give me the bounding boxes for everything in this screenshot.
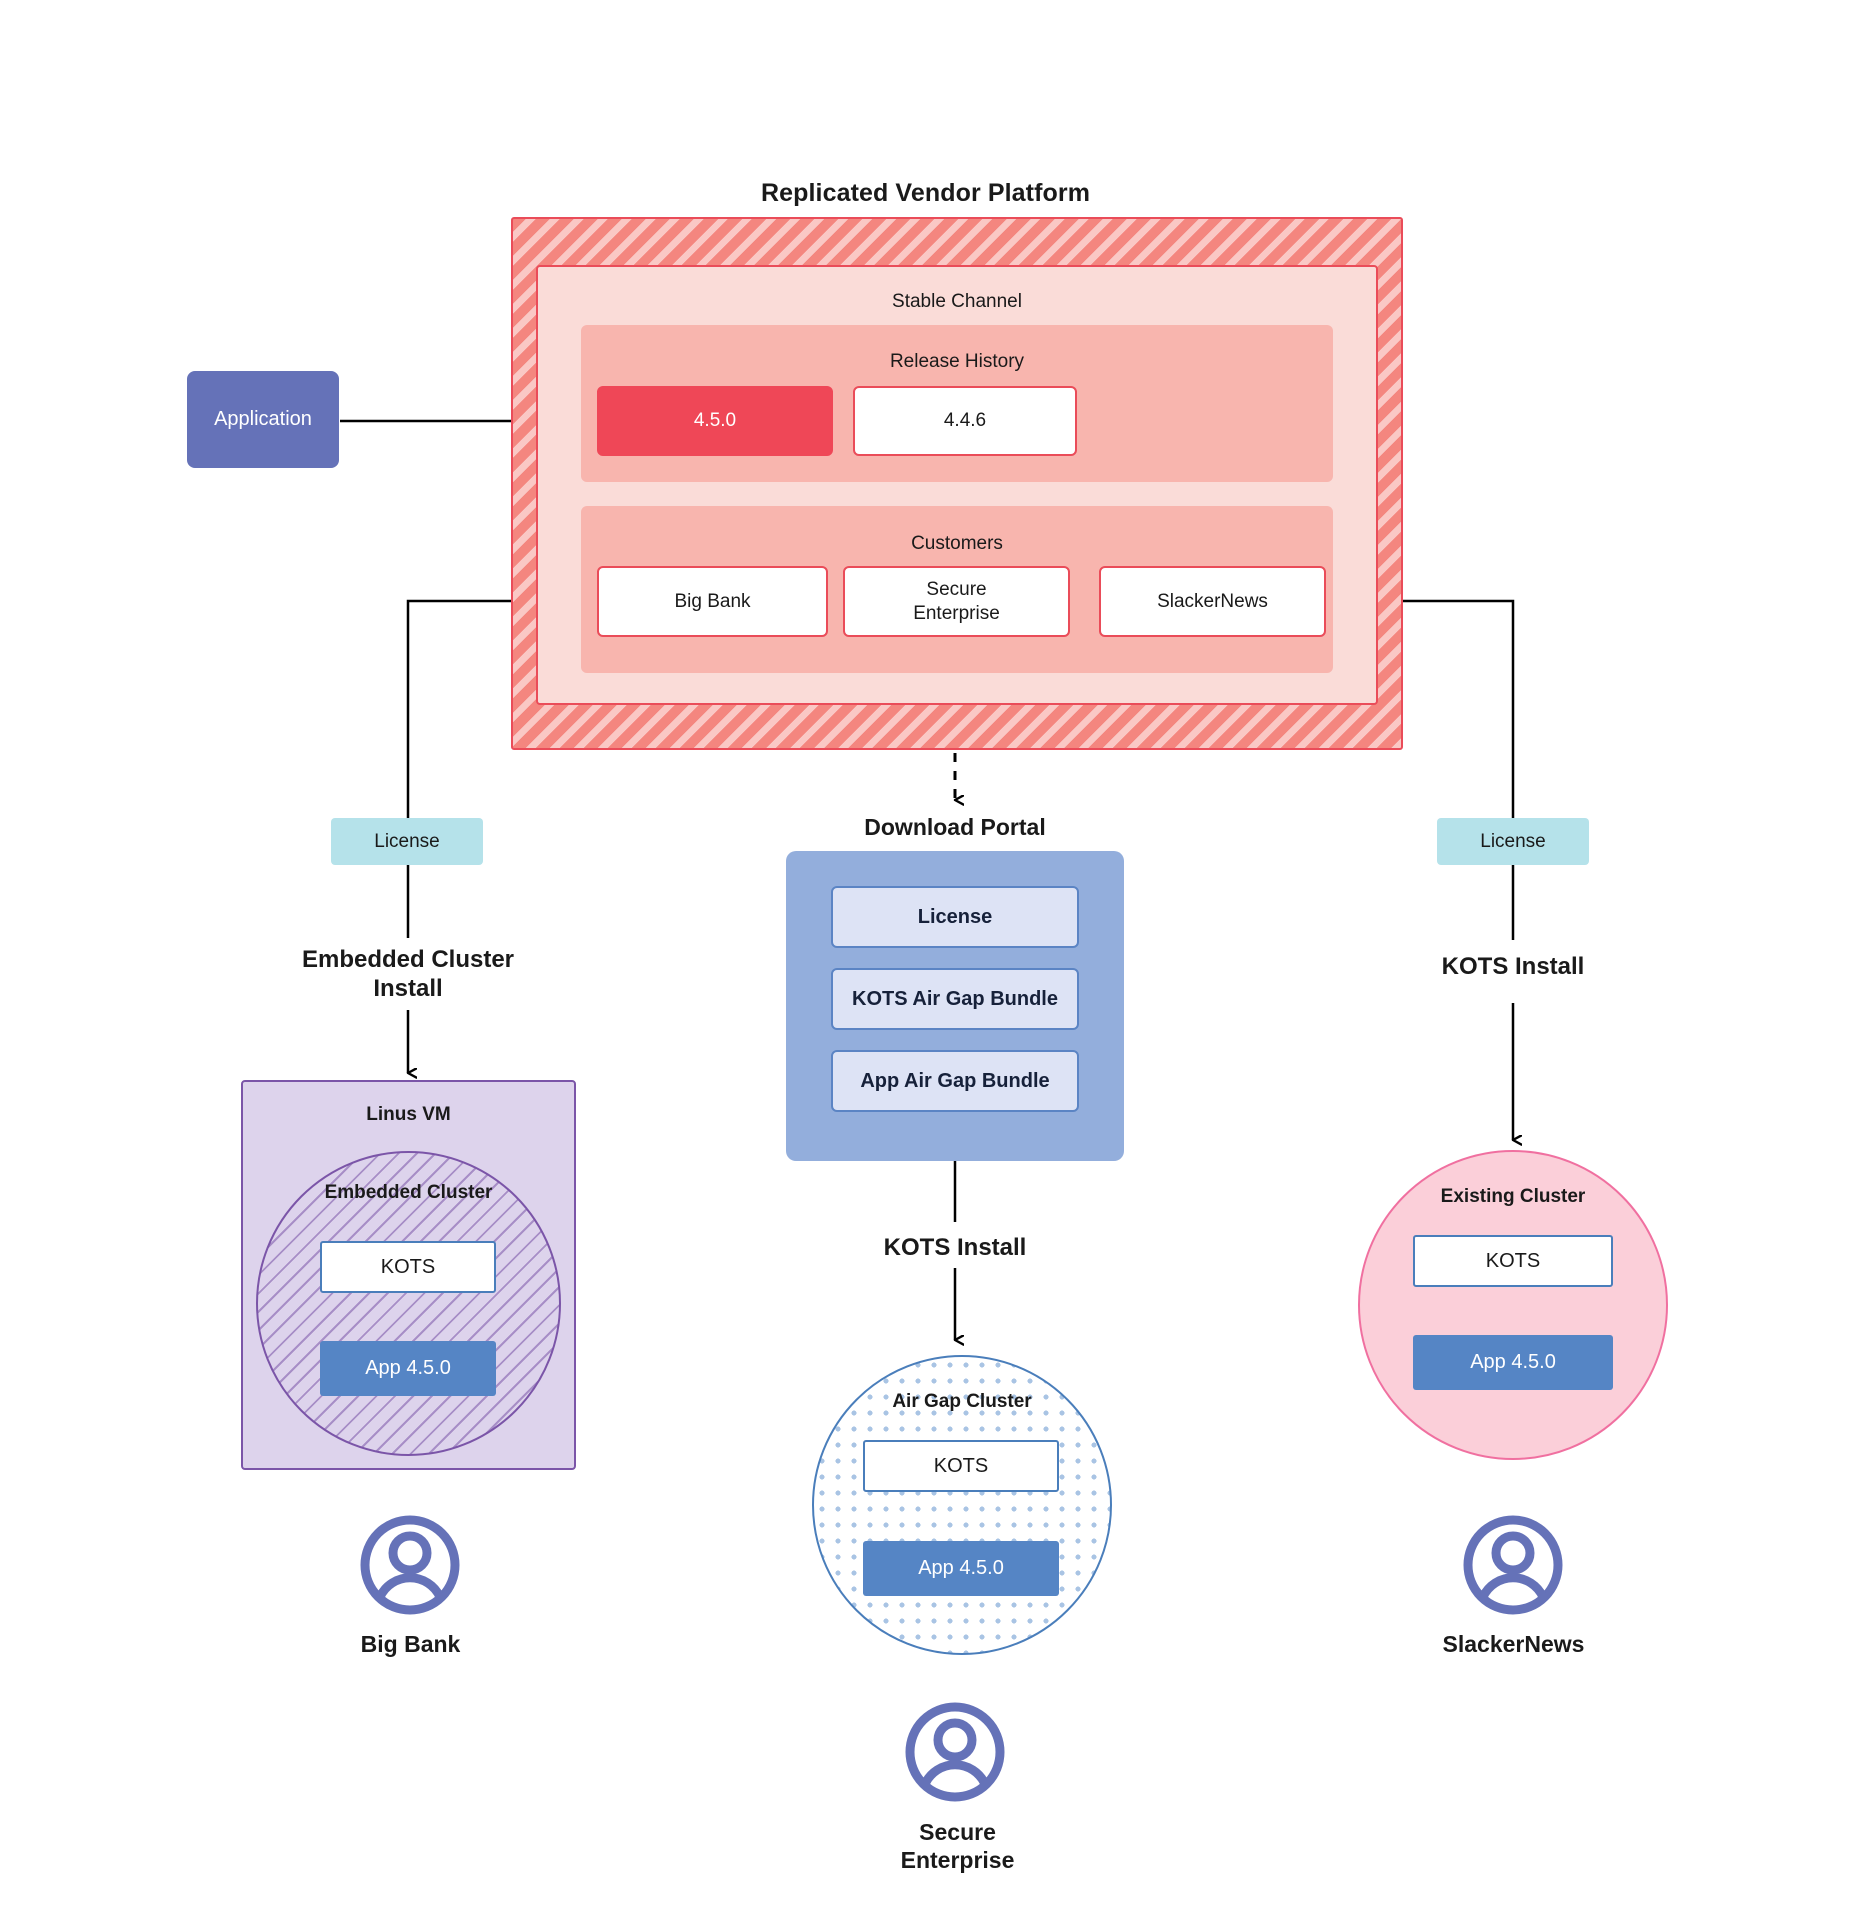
- app-version-box-existing[interactable]: App 4.5.0: [1413, 1335, 1613, 1390]
- license-chip-right[interactable]: License: [1437, 818, 1589, 865]
- edge-label-kots-install-middle: KOTS Install: [883, 1234, 1027, 1261]
- air-gap-cluster-title: Air Gap Cluster: [892, 1391, 1032, 1412]
- download-portal-title: Download Portal: [864, 814, 1046, 840]
- kots-label: KOTS: [933, 1454, 989, 1477]
- linus-vm-title: Linus VM: [366, 1104, 451, 1125]
- release-version-label: 4.5.0: [693, 410, 737, 431]
- app-version-box-embedded[interactable]: App 4.5.0: [320, 1341, 496, 1396]
- application-node[interactable]: Application: [187, 371, 339, 468]
- existing-cluster-circle: [1358, 1150, 1668, 1460]
- air-gap-cluster-circle: [812, 1355, 1112, 1655]
- embedded-cluster-circle: [256, 1151, 561, 1456]
- stable-channel-title: Stable Channel: [892, 291, 1022, 312]
- release-version-label: 4.4.6: [943, 410, 987, 431]
- customer-box-slackernews[interactable]: SlackerNews: [1099, 566, 1326, 637]
- license-chip-left[interactable]: License: [331, 818, 483, 865]
- persona-label-slackernews: SlackerNews: [1442, 1631, 1585, 1657]
- customers-title: Customers: [911, 533, 1003, 554]
- app-version-box-airgap[interactable]: App 4.5.0: [863, 1541, 1059, 1596]
- existing-cluster-title: Existing Cluster: [1440, 1186, 1586, 1207]
- user-avatar-icon-slackernews: [1461, 1513, 1565, 1622]
- customer-name-label: Big Bank: [674, 590, 751, 612]
- portal-item-label: App Air Gap Bundle: [860, 1069, 1050, 1092]
- customer-name-label: Secure Enterprise: [913, 578, 1000, 624]
- kots-box-airgap[interactable]: KOTS: [863, 1440, 1059, 1492]
- release-history-title: Release History: [889, 351, 1025, 372]
- customer-name-label: SlackerNews: [1157, 590, 1268, 612]
- release-box-current[interactable]: 4.5.0: [597, 386, 833, 456]
- portal-item-license[interactable]: License: [831, 886, 1079, 948]
- kots-label: KOTS: [380, 1255, 436, 1278]
- portal-item-app-air-gap-bundle[interactable]: App Air Gap Bundle: [831, 1050, 1079, 1112]
- application-node-label: Application: [214, 408, 312, 430]
- app-version-label: App 4.5.0: [918, 1557, 1004, 1579]
- app-version-label: App 4.5.0: [365, 1357, 451, 1379]
- page-title: Replicated Vendor Platform: [760, 179, 1091, 207]
- user-avatar-icon-secure-enterprise: [903, 1700, 1007, 1809]
- license-chip-label: License: [1480, 830, 1546, 852]
- release-box-previous[interactable]: 4.4.6: [853, 386, 1077, 456]
- portal-item-kots-air-gap-bundle[interactable]: KOTS Air Gap Bundle: [831, 968, 1079, 1030]
- portal-item-label: License: [917, 905, 993, 928]
- app-version-label: App 4.5.0: [1470, 1351, 1556, 1373]
- edge-label-embedded-cluster-install: Embedded Cluster Install: [301, 946, 515, 1003]
- embedded-cluster-title: Embedded Cluster: [324, 1182, 493, 1203]
- portal-item-label: KOTS Air Gap Bundle: [852, 987, 1058, 1010]
- edge-label-kots-install-right: KOTS Install: [1441, 953, 1585, 980]
- kots-box-existing[interactable]: KOTS: [1413, 1235, 1613, 1287]
- license-chip-label: License: [374, 830, 440, 852]
- user-avatar-icon-big-bank: [358, 1513, 462, 1622]
- persona-label-secure-enterprise: Secure Enterprise: [900, 1819, 1015, 1874]
- kots-label: KOTS: [1485, 1249, 1541, 1272]
- persona-label-big-bank: Big Bank: [360, 1631, 461, 1657]
- customer-box-big-bank[interactable]: Big Bank: [597, 566, 828, 637]
- kots-box-embedded[interactable]: KOTS: [320, 1241, 496, 1293]
- customer-box-secure-enterprise[interactable]: Secure Enterprise: [843, 566, 1070, 637]
